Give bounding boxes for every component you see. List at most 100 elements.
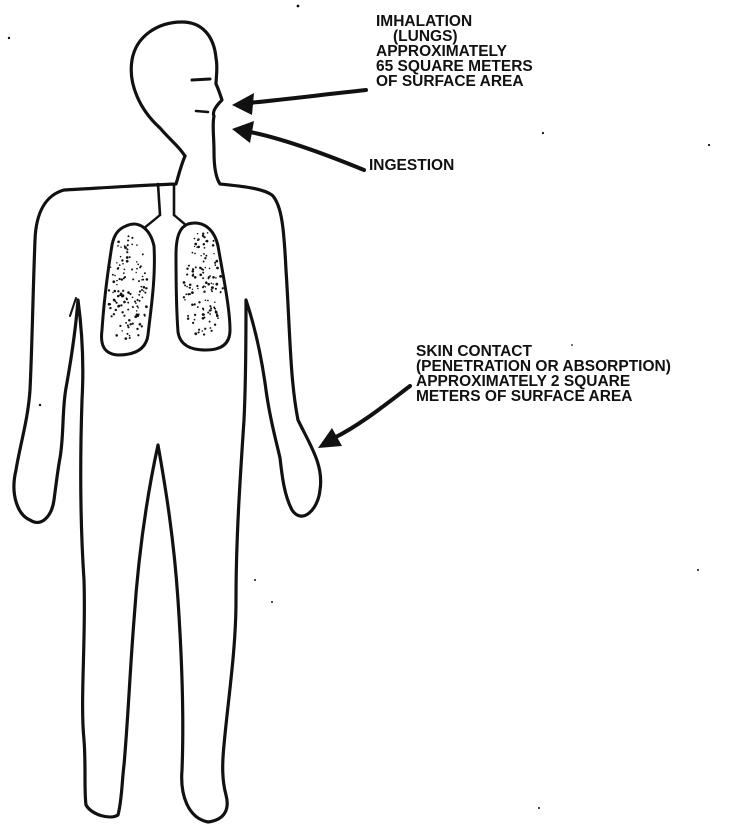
stipple-dot xyxy=(192,270,195,273)
stipple-dot xyxy=(145,287,147,289)
stipple-dot xyxy=(120,246,121,247)
stipple-dot xyxy=(129,293,131,295)
stipple-dot xyxy=(126,256,129,259)
stipple-dot xyxy=(203,285,205,287)
stipple-dot xyxy=(211,330,213,332)
stipple-dot xyxy=(186,274,188,276)
stipple-dot xyxy=(116,284,117,285)
stipple-dot xyxy=(199,273,202,276)
stipple-dot xyxy=(131,237,133,239)
stipple-dot xyxy=(222,287,224,289)
stipple-dot xyxy=(184,284,186,286)
stipple-dot xyxy=(132,296,134,298)
stipple-dot xyxy=(116,302,118,304)
stipple-dot xyxy=(114,290,117,293)
stipple-dot xyxy=(144,315,146,317)
ingestion-arrow xyxy=(232,121,364,170)
stipple-dot xyxy=(212,283,213,284)
stipple-dot xyxy=(215,277,217,279)
stipple-dot xyxy=(144,272,146,274)
inhalation-label-line: IMHALATION xyxy=(376,14,533,29)
stipple-dot xyxy=(189,287,191,289)
stipple-dot xyxy=(120,304,122,306)
stipple-dot xyxy=(196,285,198,287)
stipple-dot xyxy=(191,304,194,307)
stipple-dot xyxy=(127,244,129,246)
stipple-dot xyxy=(132,306,134,308)
stipple-dot xyxy=(112,274,114,276)
head-outline xyxy=(131,22,222,156)
stipple-dot xyxy=(122,290,124,292)
stipple-dot xyxy=(212,276,215,279)
stipple-dot xyxy=(183,296,185,298)
stipple-dot xyxy=(200,255,201,256)
stipple-dot xyxy=(209,305,211,307)
stipple-dot xyxy=(143,290,145,292)
stipple-dot xyxy=(123,315,125,317)
stipple-dot xyxy=(192,289,193,290)
stipple-dot xyxy=(203,333,205,335)
stipple-dot xyxy=(126,297,127,298)
stipple-dot xyxy=(146,278,149,281)
stipple-dot xyxy=(116,262,117,263)
stipple-dot xyxy=(117,295,120,298)
skin-contact-label: SKIN CONTACT (PENETRATION OR ABSORPTION)… xyxy=(416,344,671,404)
stipple-dot xyxy=(202,330,204,332)
stipple-dot xyxy=(110,266,111,267)
stipple-dot xyxy=(126,251,128,253)
stipple-dot xyxy=(129,324,130,325)
stipple-dot xyxy=(213,240,215,242)
mouth-mark xyxy=(196,111,208,112)
stipple-dot xyxy=(209,309,211,311)
stipple-dot xyxy=(127,309,129,311)
stipple-dot xyxy=(108,289,110,291)
stipple-dot xyxy=(122,263,124,265)
stipple-dot xyxy=(132,323,134,325)
stipple-dot xyxy=(111,315,113,317)
stipple-dot xyxy=(217,317,219,319)
stipple-dot xyxy=(123,277,125,279)
stipple-dot xyxy=(142,297,144,299)
stipple-dot xyxy=(127,302,129,304)
stipple-dot xyxy=(143,286,145,288)
stipple-dot xyxy=(209,313,211,315)
skin-contact-label-line: APPROXIMATELY 2 SQUARE xyxy=(416,374,671,389)
stipple-dot xyxy=(220,291,221,292)
stipple-dot xyxy=(142,276,144,278)
stipple-dot xyxy=(214,262,216,264)
stipple-dot xyxy=(209,321,211,323)
stipple-dot xyxy=(207,283,210,286)
stipple-dot xyxy=(216,267,219,270)
stipple-dot xyxy=(187,317,189,319)
stipple-dot xyxy=(195,266,197,268)
stipple-dot xyxy=(116,280,118,282)
stipple-dot xyxy=(183,281,186,284)
stipple-dot xyxy=(118,267,120,269)
stipple-dot xyxy=(136,328,138,330)
scan-specks xyxy=(8,5,710,809)
stipple-dot xyxy=(136,299,138,301)
stipple-dot xyxy=(203,314,205,316)
stipple-dot xyxy=(120,256,122,258)
skin-contact-label-line: SKIN CONTACT xyxy=(416,344,671,359)
stipple-dot xyxy=(121,259,123,261)
skin-contact-arrow xyxy=(318,386,410,448)
stipple-dot xyxy=(108,303,111,306)
stipple-dot xyxy=(121,278,123,280)
stipple-dot xyxy=(127,333,129,335)
stipple-dot xyxy=(192,252,194,254)
stipple-dot xyxy=(198,329,200,331)
stipple-dot xyxy=(127,239,129,241)
stipple-dot xyxy=(184,299,186,301)
stipple-dot xyxy=(117,240,120,243)
stipple-dot xyxy=(128,319,131,322)
stipple-dot xyxy=(215,283,218,286)
stipple-dot xyxy=(214,324,216,326)
stipple-dot xyxy=(137,334,139,336)
stipple-dot xyxy=(127,235,129,237)
stipple-dot xyxy=(221,276,223,278)
stipple-dot xyxy=(202,317,205,320)
stipple-dot xyxy=(207,232,209,234)
stipple-dot xyxy=(211,286,214,289)
